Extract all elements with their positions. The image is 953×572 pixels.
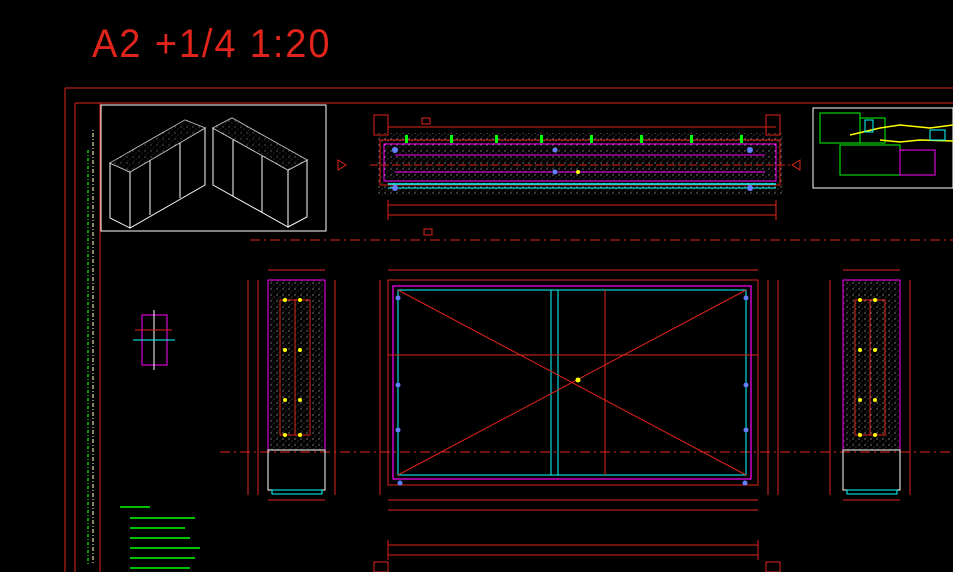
- right-side-view: [829, 269, 911, 501]
- left-notes-strip: [87, 130, 94, 565]
- isometric-view-panel: [100, 104, 327, 232]
- top-section-view: [337, 114, 801, 236]
- sheet-frame: [64, 87, 953, 572]
- left-side-view: [247, 269, 336, 501]
- bottom-section-partial: [373, 540, 781, 572]
- main-front-view: [379, 269, 779, 511]
- drawing-title: A2 +1/4 1:20: [92, 22, 332, 66]
- key-plan: [812, 107, 953, 189]
- connector-detail: [133, 310, 175, 370]
- notes-block: [120, 506, 200, 569]
- section-line: [220, 239, 953, 453]
